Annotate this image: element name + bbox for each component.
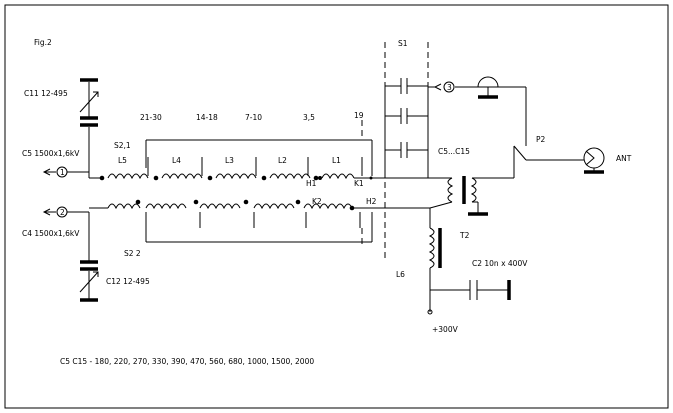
transformer-t2 <box>429 176 488 216</box>
c12-label: C12 12-495 <box>106 277 150 286</box>
l5-label: L5 <box>118 156 127 165</box>
h1-label: H1 <box>306 179 317 188</box>
k2-label: K2 <box>312 197 322 206</box>
c2-label: C2 10n x 400V <box>472 259 528 268</box>
switch-s21-taps <box>145 120 373 176</box>
port-2 <box>42 206 89 218</box>
c5-label: C5 1500x1,6kV <box>22 149 80 158</box>
c5-c15-label: C5...C15 <box>438 147 470 156</box>
band-14-18-label: 14-18 <box>196 113 218 122</box>
port-2-label: 2 <box>60 208 65 217</box>
l1-label: L1 <box>332 156 341 165</box>
s21-label: S2,1 <box>114 141 131 150</box>
variable-capacitor-c11 <box>79 78 99 178</box>
band-7-10-label: 7-10 <box>245 113 262 122</box>
port-3 <box>428 81 478 93</box>
variable-capacitor-c12 <box>79 212 99 302</box>
l3-label: L3 <box>225 156 234 165</box>
antenna-symbol <box>583 147 605 174</box>
s22-label: S2 2 <box>124 249 141 258</box>
k1-label: K1 <box>354 179 364 188</box>
l2-label: L2 <box>278 156 287 165</box>
switch-p2 <box>480 145 584 179</box>
band-21-30-label: 21-30 <box>140 113 162 122</box>
h2-label: H2 <box>366 197 377 206</box>
capacitor-values-footnote: C5 C15 - 180, 220, 270, 330, 390, 470, 5… <box>60 357 314 366</box>
hv-label: +300V <box>432 325 459 334</box>
jack-connector <box>477 76 527 146</box>
switch-s22-taps <box>145 212 373 248</box>
s1-label: S1 <box>398 39 408 48</box>
port-3-label: 3 <box>447 83 452 92</box>
port-1 <box>42 166 89 178</box>
l6-label: L6 <box>396 270 405 279</box>
frame-border <box>4 4 669 409</box>
capacitor-bank-c5-c15 <box>384 78 429 178</box>
choke-l6 <box>427 208 470 315</box>
capacitor-c2 <box>469 280 511 300</box>
band-19-label: 19 <box>354 111 364 120</box>
c4-label: C4 1500x1,6kV <box>22 229 80 238</box>
figure-title: Fig.2 <box>34 38 52 47</box>
port-1-label: 1 <box>60 168 65 177</box>
c11-label: C11 12-495 <box>24 89 68 98</box>
coil-chain-top <box>89 173 430 181</box>
l4-label: L4 <box>172 156 181 165</box>
t2-label: T2 <box>459 231 470 240</box>
antenna-label: ANT <box>616 154 632 163</box>
coil-chain-bottom <box>89 176 430 211</box>
band-35-label: 3,5 <box>303 113 315 122</box>
p2-label: P2 <box>536 135 546 144</box>
